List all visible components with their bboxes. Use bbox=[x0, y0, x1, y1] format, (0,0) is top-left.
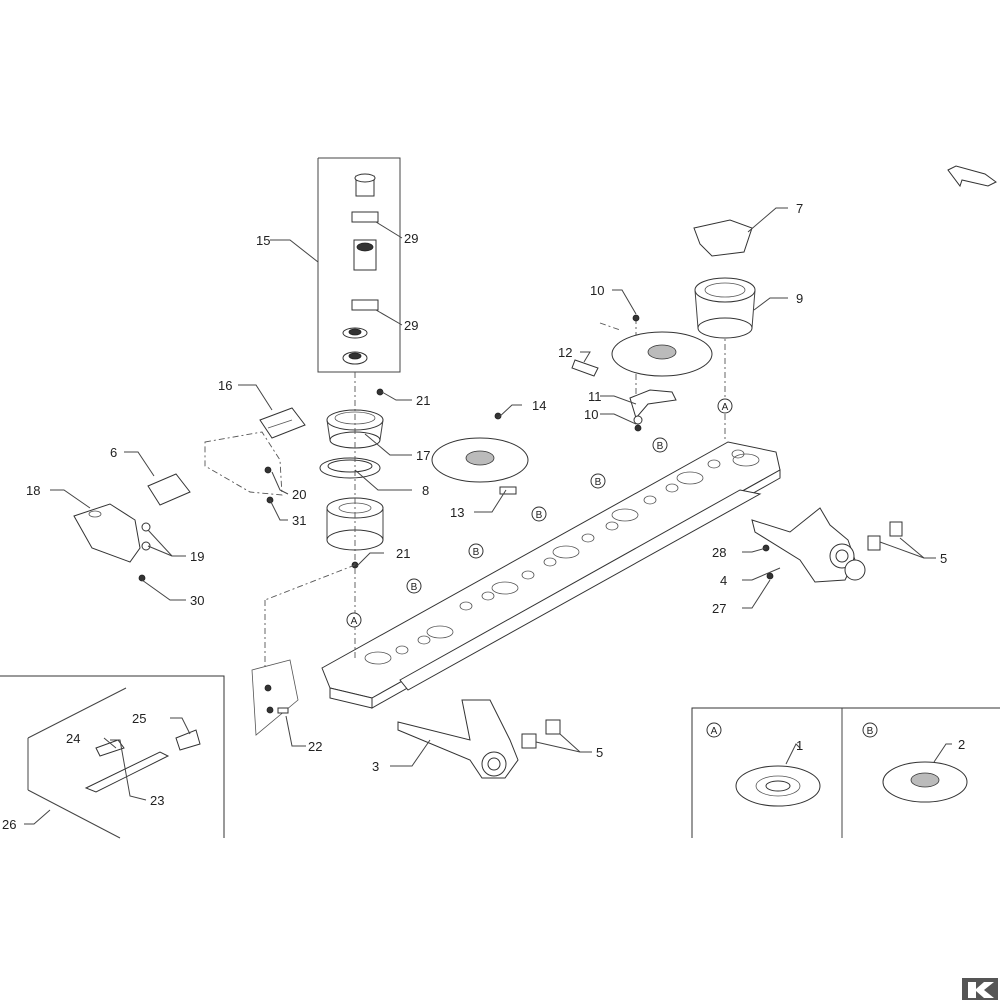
guard-6 bbox=[147, 473, 191, 506]
cutter-bar bbox=[321, 441, 781, 709]
drive-shaft-assembly bbox=[317, 157, 401, 373]
part-label-20: 20 bbox=[292, 487, 306, 502]
part-label-6: 6 bbox=[110, 445, 117, 460]
part-label-29-lower: 29 bbox=[404, 318, 418, 333]
part-label-12: 12 bbox=[558, 345, 572, 360]
cutting-disc-14 bbox=[431, 412, 529, 495]
ring-8 bbox=[319, 457, 381, 479]
part-label-16: 16 bbox=[218, 378, 232, 393]
detail-boxes bbox=[691, 707, 1000, 838]
part-label-11: 11 bbox=[588, 389, 602, 404]
linkage-arm-4 bbox=[751, 507, 903, 583]
marker-b-detail: B bbox=[867, 726, 874, 737]
part-label-9: 9 bbox=[796, 291, 803, 306]
drum-9 bbox=[694, 277, 756, 339]
part-label-10-lower: 10 bbox=[584, 407, 598, 422]
part-label-31: 31 bbox=[292, 513, 306, 528]
part-label-21-lower: 21 bbox=[396, 546, 410, 561]
part-label-21-upper: 21 bbox=[416, 393, 430, 408]
marker-b-2: B bbox=[473, 547, 480, 558]
part-label-25: 25 bbox=[132, 711, 146, 726]
guard-16 bbox=[259, 407, 306, 439]
part-label-19: 19 bbox=[190, 549, 204, 564]
leader-lines bbox=[24, 207, 952, 825]
part-label-23: 23 bbox=[150, 793, 164, 808]
part-label-4: 4 bbox=[720, 573, 727, 588]
skid-plate-outline bbox=[204, 431, 283, 504]
marker-a-left: A bbox=[351, 616, 358, 627]
part-label-8: 8 bbox=[422, 483, 429, 498]
part-label-26: 26 bbox=[2, 817, 16, 832]
linkage-arm-3 bbox=[397, 699, 561, 779]
part-label-29-upper: 29 bbox=[404, 231, 418, 246]
marker-b-1: B bbox=[411, 582, 418, 593]
marker-b-3: B bbox=[536, 510, 543, 521]
direction-arrow-icon bbox=[947, 165, 997, 188]
part-label-13: 13 bbox=[450, 505, 464, 520]
tool-box-26 bbox=[0, 675, 225, 839]
part-label-30: 30 bbox=[190, 593, 204, 608]
marker-b-5: B bbox=[657, 441, 664, 452]
part-label-18: 18 bbox=[26, 483, 40, 498]
bracket-22 bbox=[251, 659, 299, 736]
bar-holes bbox=[364, 449, 760, 665]
part-label-22: 22 bbox=[308, 739, 322, 754]
part-label-28: 28 bbox=[712, 545, 726, 560]
part-label-10-upper: 10 bbox=[590, 283, 604, 298]
part-label-14: 14 bbox=[532, 398, 546, 413]
marker-b-4: B bbox=[595, 477, 602, 488]
skid-18 bbox=[73, 503, 151, 582]
marker-circles bbox=[346, 398, 878, 738]
part-label-2: 2 bbox=[958, 737, 965, 752]
part-label-5-lower: 5 bbox=[596, 745, 603, 760]
part-label-27: 27 bbox=[712, 601, 726, 616]
cutting-disc-upper bbox=[571, 314, 713, 432]
part-label-24: 24 bbox=[66, 731, 80, 746]
brand-logo-icon bbox=[962, 978, 998, 1000]
marker-a-top: A bbox=[722, 402, 729, 413]
part-label-15: 15 bbox=[256, 233, 270, 248]
part-label-3: 3 bbox=[372, 759, 379, 774]
part-label-7: 7 bbox=[796, 201, 803, 216]
part-label-1: 1 bbox=[796, 738, 803, 753]
marker-a-detail: A bbox=[711, 726, 718, 737]
part-label-17: 17 bbox=[416, 448, 430, 463]
cover-7 bbox=[693, 219, 753, 257]
part-label-5-right: 5 bbox=[940, 551, 947, 566]
